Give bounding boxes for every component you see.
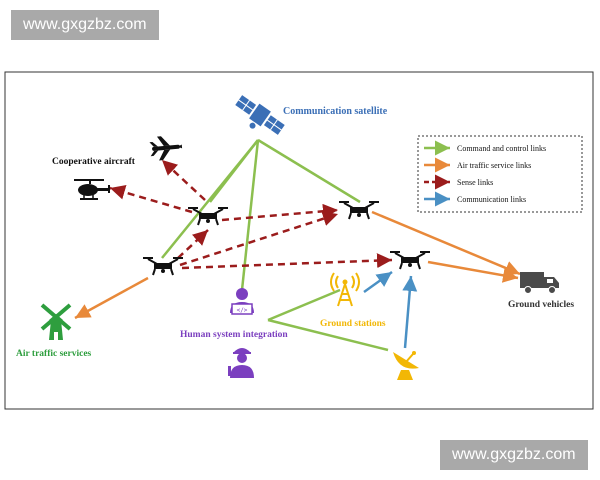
comm-link — [402, 275, 418, 349]
human-laptop-icon: </> — [230, 288, 254, 315]
satellite-icon — [235, 95, 285, 135]
command-link — [240, 139, 260, 291]
legend-label: Command and control links — [457, 144, 546, 153]
legend-label: Communication links — [457, 195, 526, 204]
legend-item-command: Command and control links — [424, 140, 546, 156]
drone-icon — [338, 201, 380, 220]
atc-link — [427, 260, 519, 283]
sense-link — [181, 253, 393, 270]
communication-links — [363, 270, 418, 349]
ground-vehicles-label: Ground vehicles — [508, 300, 574, 310]
helicopter-icon — [74, 179, 110, 200]
legend-item-atc: Air traffic service links — [424, 157, 531, 173]
cooperative-aircraft-label: Cooperative aircraft — [52, 157, 136, 167]
command-link — [267, 318, 389, 352]
sense-link — [221, 203, 339, 222]
human-system-integration-label: Human system integration — [180, 330, 288, 340]
legend-label: Sense links — [457, 178, 493, 187]
command-link — [257, 138, 361, 204]
satellite-dish-icon — [393, 351, 419, 380]
svg-text:</>: </> — [237, 307, 248, 314]
radio-tower-icon — [330, 272, 360, 307]
drone-icon — [142, 257, 184, 276]
air-traffic-links — [74, 210, 521, 320]
watermark-bottom: www.gxgzbz.com — [440, 440, 588, 470]
ground-stations-label: Ground stations — [320, 319, 386, 329]
atc-link — [74, 276, 149, 320]
diagram-frame — [4, 71, 594, 410]
windmill-icon — [40, 303, 72, 340]
legend: Command and control links Air traffic se… — [417, 135, 583, 213]
airplane-icon — [149, 136, 183, 161]
comm-link — [363, 270, 393, 294]
sense-link — [161, 159, 206, 201]
command-link — [161, 139, 259, 259]
drone-icon — [389, 251, 431, 270]
command-link — [267, 288, 341, 322]
atc-link — [371, 210, 521, 276]
legend-item-communication: Communication links — [424, 191, 526, 207]
truck-icon — [520, 272, 559, 294]
worker-icon — [228, 348, 254, 378]
legend-label: Air traffic service links — [457, 161, 531, 170]
satellite-label: Communication satellite — [283, 106, 388, 117]
sense-link — [179, 211, 339, 267]
drone-icon — [187, 207, 229, 226]
watermark-top: www.gxgzbz.com — [11, 10, 159, 40]
air-traffic-services-label: Air traffic services — [16, 349, 92, 359]
sense-link — [177, 229, 209, 259]
sense-links — [109, 159, 393, 270]
legend-item-sense: Sense links — [424, 174, 493, 190]
sense-link — [109, 185, 193, 214]
